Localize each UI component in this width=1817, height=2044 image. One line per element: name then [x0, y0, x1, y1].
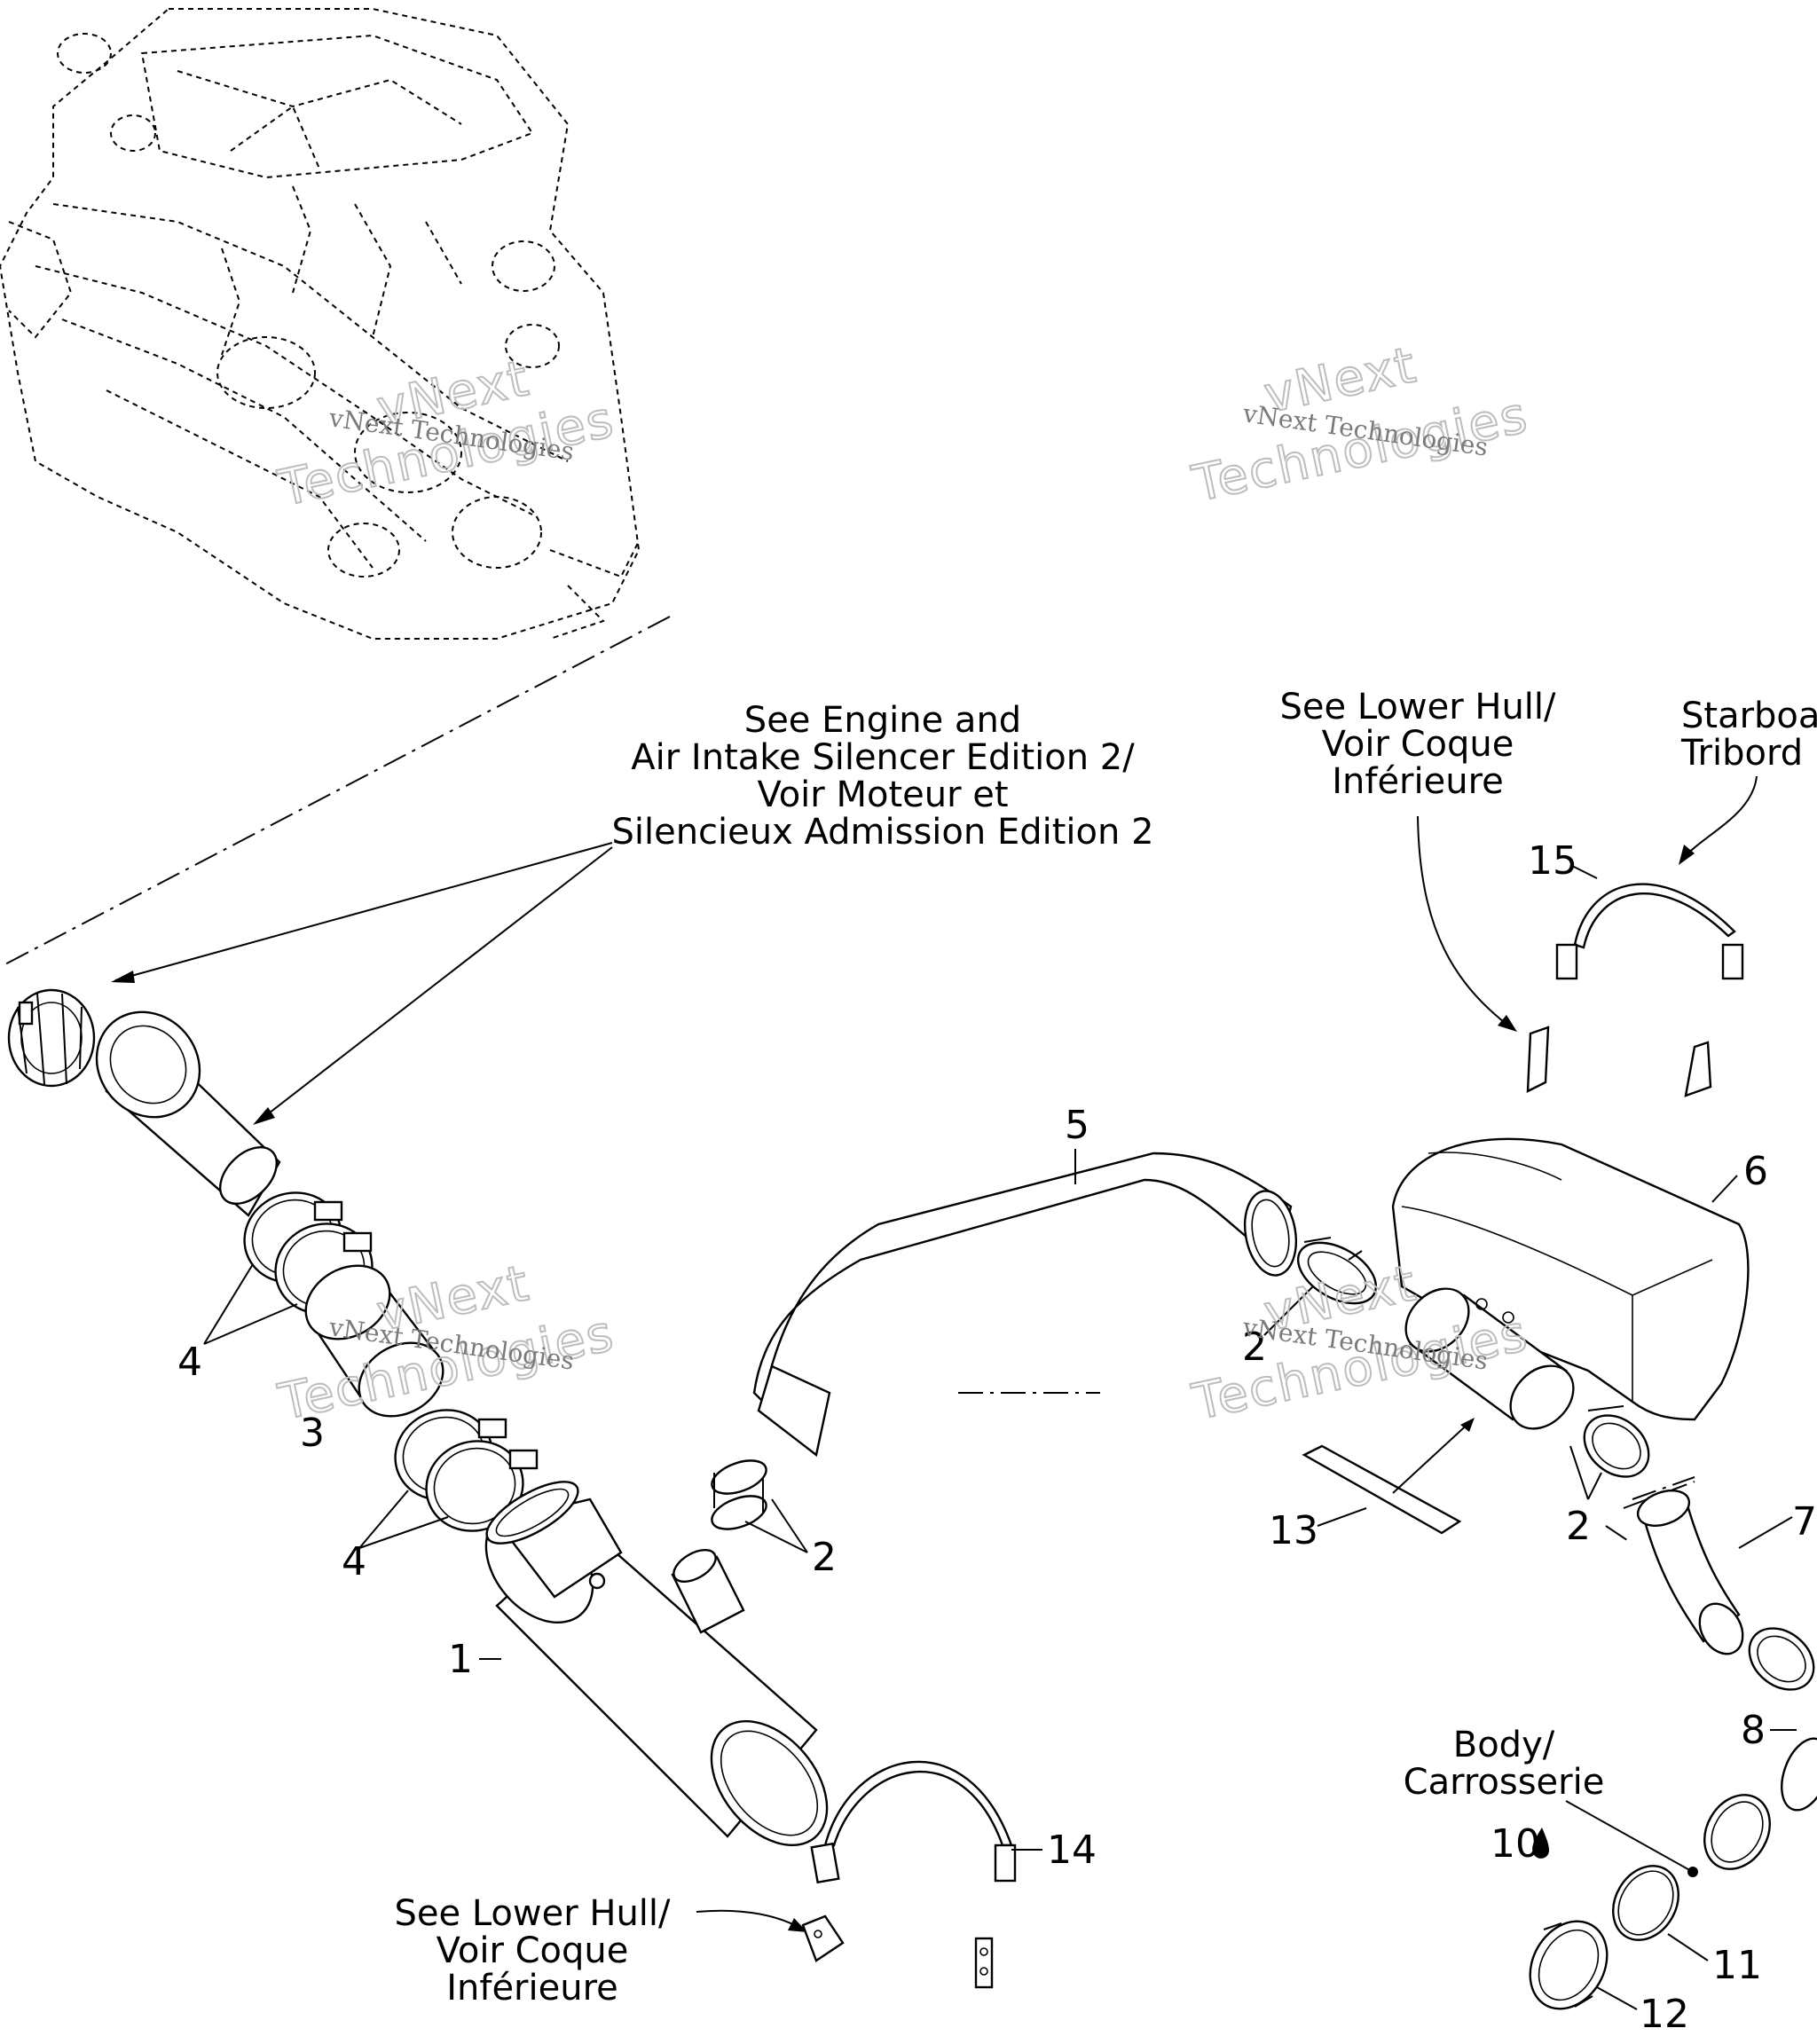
callout-5: 5	[1065, 1103, 1089, 1148]
arrowhead	[1679, 845, 1695, 865]
callout-15: 15	[1528, 838, 1577, 884]
muffler	[484, 1481, 829, 1847]
starboard-leader	[1680, 775, 1758, 861]
engine-phantom-drawing	[0, 8, 641, 640]
svg-text:Voir Coque: Voir Coque	[437, 1930, 629, 1971]
hull-bracket-top-left	[1526, 1026, 1550, 1093]
clamp-pair-muffler-outlet	[711, 1459, 767, 1530]
svg-text:See Lower Hull/: See Lower Hull/	[395, 1893, 672, 1934]
svg-text:Voir Coque: Voir Coque	[1322, 724, 1514, 765]
svg-text:Silencieux Admission Edition 2: Silencieux Admission Edition 2	[611, 812, 1153, 853]
engine-outlet-clamp	[7, 988, 96, 1088]
callout-2-muffler: 2	[812, 1535, 837, 1580]
svg-text:Air Intake Silencer Edition 2/: Air Intake Silencer Edition 2/	[631, 737, 1135, 778]
resonator-outlet-tube	[1404, 1287, 1575, 1430]
clamp-pair-lower	[394, 1409, 539, 1532]
svg-text:Tribord: Tribord	[1680, 733, 1803, 774]
exhaust-pipe	[752, 1152, 1298, 1458]
arrowhead	[788, 1918, 807, 1932]
callout-12: 12	[1640, 1992, 1689, 2037]
clamp-resonator-outlet	[1583, 1405, 1650, 1478]
part-callouts: 1 2 2 2 3 4 4 5 6 7 8 10 11 12 13 14 15	[177, 838, 1817, 2037]
callout-14: 14	[1047, 1828, 1097, 1873]
arrowhead	[111, 971, 135, 983]
outlet-o-ring	[1612, 1865, 1679, 1941]
sealant-drop-icon	[1532, 1828, 1549, 1859]
arrowhead	[1460, 1418, 1475, 1432]
arrowhead	[1498, 1015, 1517, 1032]
arrowhead	[253, 1107, 275, 1125]
watermark-top-right: vNext Technologies vNext Technologies	[1186, 335, 1534, 515]
callout-8: 8	[1741, 1708, 1766, 1753]
callout-11: 11	[1712, 1943, 1762, 1988]
engine-reference-leader-1	[114, 842, 613, 981]
exhaust-elbow	[1636, 1490, 1744, 1655]
lower-hull-leader-bottom	[696, 1909, 804, 1930]
body-note: Body/ Carrosserie	[1404, 1725, 1605, 1803]
svg-text:See Engine and: See Engine and	[744, 700, 1021, 741]
callout-4-upper: 4	[177, 1340, 202, 1385]
callout-2-resonator: 2	[1566, 1504, 1591, 1549]
lower-hull-note-bottom: See Lower Hull/ Voir Coque Inférieure	[395, 1893, 672, 2009]
callout-1: 1	[448, 1637, 473, 1682]
watermark-middle-left: vNext Technologies vNext Technologies	[272, 1254, 620, 1433]
outlet-gasket	[1703, 1794, 1771, 1870]
callout-3: 3	[300, 1411, 325, 1456]
callout-7: 7	[1792, 1499, 1817, 1545]
callout-2-pipe: 2	[1242, 1325, 1267, 1370]
muffler-strap	[810, 1760, 1017, 1884]
hull-bracket-left	[801, 1914, 845, 1962]
body-point	[1687, 1867, 1698, 1877]
callout-10: 10	[1491, 1821, 1540, 1867]
resonator	[1391, 1137, 1750, 1421]
lower-hull-leader-top	[1417, 815, 1514, 1030]
svg-text:Carrosserie: Carrosserie	[1404, 1762, 1605, 1803]
outlet-adapter-pipe	[95, 1010, 281, 1217]
callout-6: 6	[1743, 1149, 1768, 1194]
body-leader	[1565, 1800, 1694, 1873]
watermark-top-left: vNext Technologies vNext Technologies	[272, 349, 620, 519]
svg-text:Inférieure: Inférieure	[1332, 761, 1504, 802]
svg-text:Body/: Body/	[1453, 1725, 1555, 1765]
phantom-center-lines	[0, 616, 1695, 1545]
svg-text:Starboa: Starboa	[1681, 696, 1817, 736]
engine-reference-leader-2	[256, 846, 613, 1123]
hull-bracket-bottom	[974, 1937, 994, 1989]
hull-bracket-top-right	[1684, 1041, 1712, 1097]
starboard-note: Starboa Tribord	[1680, 696, 1817, 774]
rubber-coupler	[304, 1264, 444, 1418]
callout-13: 13	[1269, 1508, 1318, 1553]
svg-text:Inférieure: Inférieure	[446, 1968, 618, 2009]
svg-text:Voir Moteur et: Voir Moteur et	[757, 774, 1008, 815]
lower-hull-note-top: See Lower Hull/ Voir Coque Inférieure	[1280, 687, 1557, 802]
resonator-strap	[1555, 883, 1744, 980]
outlet-nut	[1529, 1920, 1609, 2010]
exhaust-outlet-fitting	[1781, 1737, 1817, 1812]
clamp-elbow-outlet	[1748, 1627, 1815, 1691]
engine-reference-note: See Engine and Air Intake Silencer Editi…	[611, 700, 1153, 853]
clamp-pipe-resonator	[1296, 1237, 1378, 1305]
svg-text:See Lower Hull/: See Lower Hull/	[1280, 687, 1557, 727]
foam-strip	[1302, 1418, 1475, 1535]
